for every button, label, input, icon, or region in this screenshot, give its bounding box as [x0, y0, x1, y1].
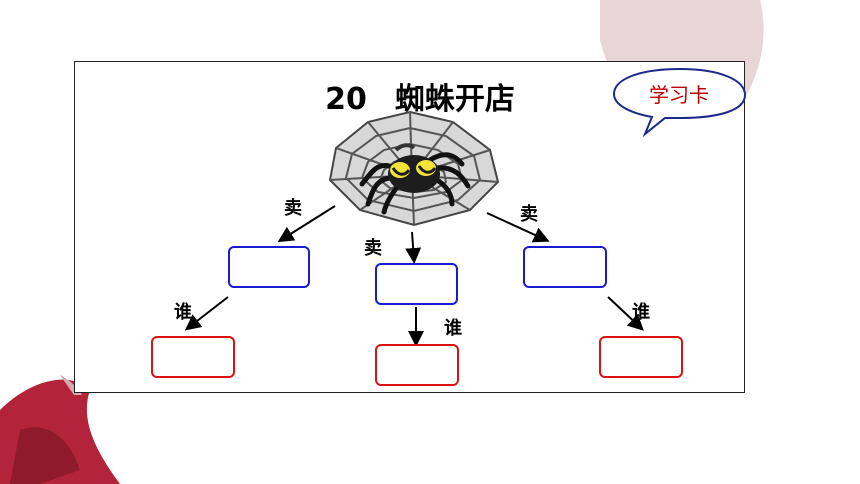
lesson-number: 20 [325, 82, 367, 117]
learning-card-badge: 学习卡 [649, 83, 709, 107]
answer-box-sell-left[interactable] [228, 246, 310, 288]
arrow-who-right [607, 296, 644, 331]
label-who-left: 谁 [174, 302, 192, 323]
arrow-sell-left [277, 205, 336, 243]
label-who-middle: 谁 [444, 318, 462, 339]
page-title: 20 蜘蛛开店 [0, 74, 860, 118]
answer-box-sell-middle[interactable] [375, 263, 458, 305]
label-sell-right: 卖 [520, 204, 538, 225]
label-sell-middle: 卖 [364, 238, 382, 259]
lesson-title: 蜘蛛开店 [394, 82, 515, 117]
answer-box-who-left[interactable] [151, 336, 235, 378]
answer-box-sell-right[interactable] [523, 246, 607, 288]
label-who-right: 谁 [632, 302, 650, 323]
label-sell-left: 卖 [284, 198, 302, 219]
answer-box-who-middle[interactable] [375, 344, 459, 386]
arrow-who-left [184, 296, 229, 331]
answer-box-who-right[interactable] [599, 336, 683, 378]
arrow-sell-right [486, 212, 550, 243]
arrow-sell-middle [405, 231, 422, 264]
